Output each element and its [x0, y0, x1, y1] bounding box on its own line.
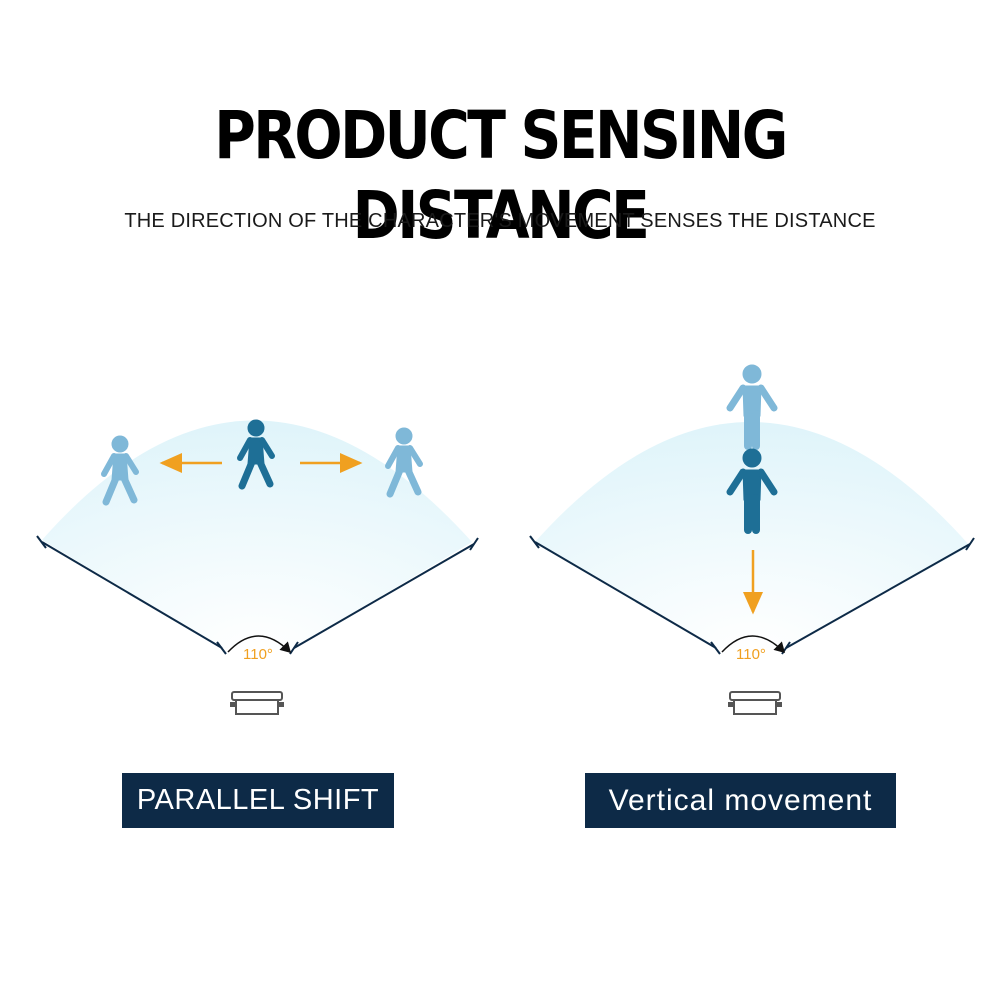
left-boundary-line [41, 541, 223, 649]
angle-arc [227, 635, 292, 654]
page-subtitle: THE DIRECTION OF THE CHARACTER'S MOVEMEN… [124, 210, 876, 232]
angle-label: 110° [243, 646, 273, 663]
angle-arc [721, 635, 786, 654]
left-sensing-zone [42, 420, 472, 648]
vertical-movement-label: Vertical movement [585, 773, 896, 828]
right-boundary-line [785, 543, 971, 649]
light-fixture-icon [230, 691, 284, 715]
page-title: PRODUCT SENSING DISTANCE [214, 97, 788, 254]
light-fixture-icon [728, 691, 782, 715]
angle-label: 110° [736, 646, 766, 663]
parallel-shift-label: PARALLEL SHIFT [122, 773, 394, 828]
left-panel: 110° [36, 420, 479, 715]
right-panel: 110° [529, 365, 975, 715]
left-boundary-line [534, 541, 717, 649]
right-sensing-zone [535, 421, 970, 648]
right-boundary-line [293, 543, 475, 649]
